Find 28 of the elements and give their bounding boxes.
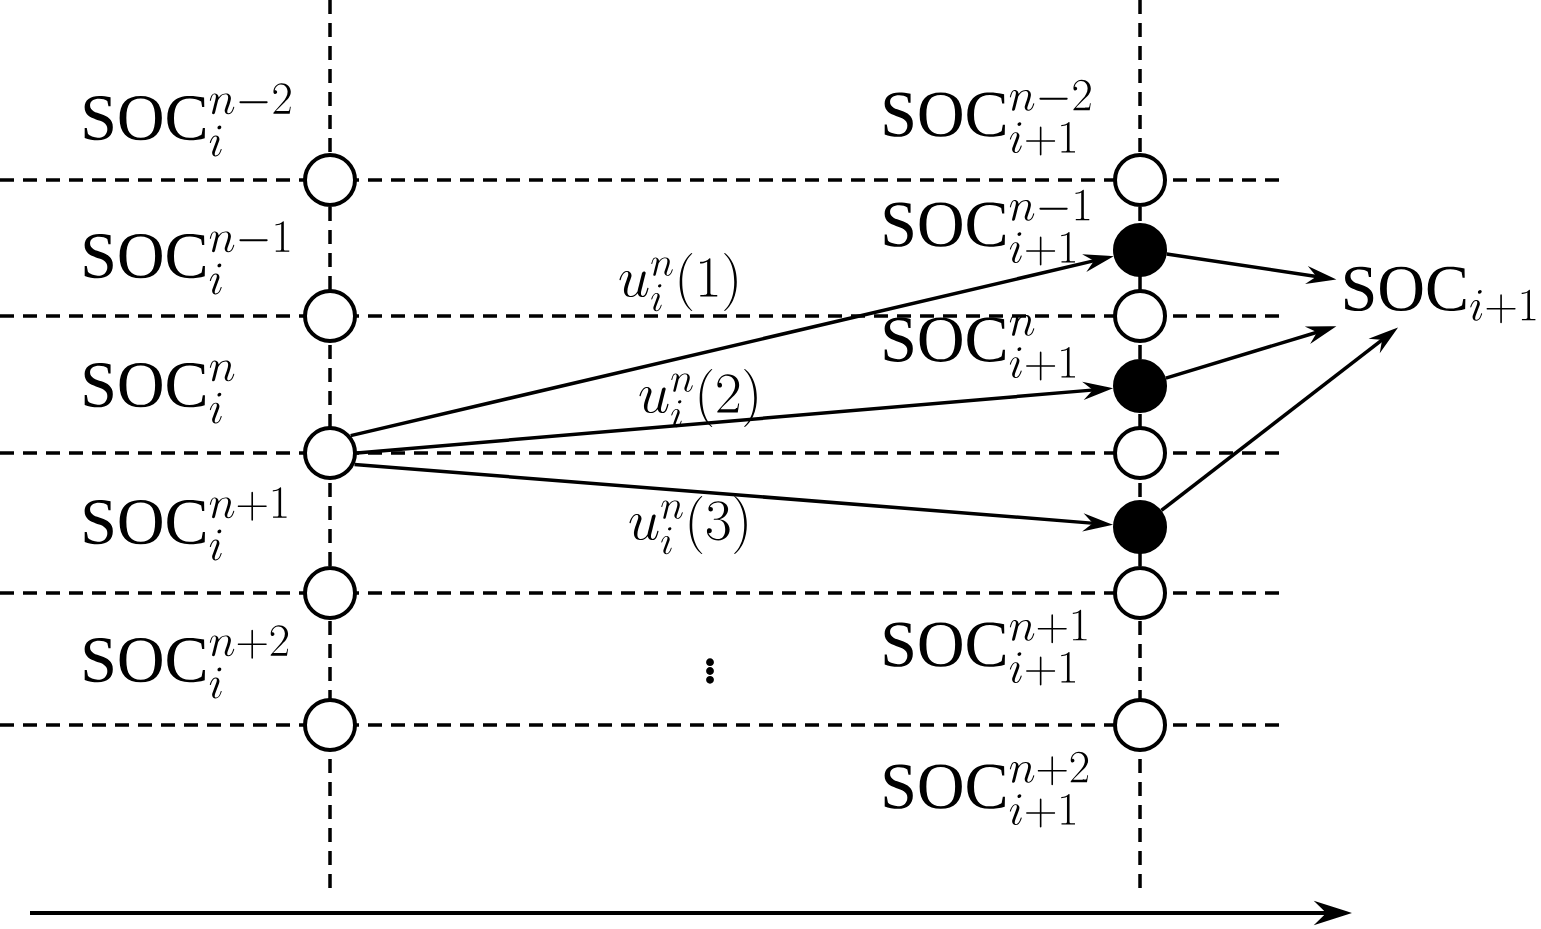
selected-state-dot <box>1113 223 1167 277</box>
control-label: $u_{i}^{n}(2)$ <box>639 369 757 428</box>
state-label: $\mathrm{SOC}_{i+1}^{n-1}$ <box>884 189 1090 266</box>
state-circle <box>1113 426 1167 480</box>
state-label: $\mathrm{SOC}_{i}^{n+2}$ <box>84 625 289 699</box>
state-label: $\mathrm{SOC}_{i}^{n}$ <box>84 360 235 424</box>
state-label: $\mathrm{SOC}_{i+1}^{n+1}$ <box>884 609 1087 686</box>
state-label: $\mathrm{SOC}_{i}^{n-2}$ <box>84 83 291 157</box>
state-label: $\mathrm{SOC}_{i+1}$ <box>1345 266 1536 324</box>
state-label: $\mathrm{SOC}_{i+1}^{n-2}$ <box>884 79 1091 156</box>
state-circle <box>303 153 357 207</box>
state-label: $\mathrm{SOC}_{i}^{n+1}$ <box>84 487 287 561</box>
state-circle <box>303 566 357 620</box>
state-circle <box>1113 566 1167 620</box>
selected-state-dot <box>1113 359 1167 413</box>
state-circle <box>1113 698 1167 752</box>
state-circle <box>303 698 357 752</box>
state-label: $\mathrm{SOC}_{i}^{n-1}$ <box>84 221 290 295</box>
state-label: $\mathrm{SOC}_{i+1}^{n+2}$ <box>884 751 1089 828</box>
ellipsis: $\vdots$ <box>706 658 714 684</box>
selected-state-dot <box>1113 500 1167 554</box>
state-circle <box>303 289 357 343</box>
control-label: $u_{i}^{n}(1)$ <box>619 253 737 312</box>
state-label: $\mathrm{SOC}_{i+1}^{n}$ <box>884 315 1075 381</box>
state-circle <box>303 426 357 480</box>
state-circle <box>1113 153 1167 207</box>
control-label: $u_{i}^{n}(3)$ <box>629 496 747 555</box>
state-circle <box>1113 289 1167 343</box>
